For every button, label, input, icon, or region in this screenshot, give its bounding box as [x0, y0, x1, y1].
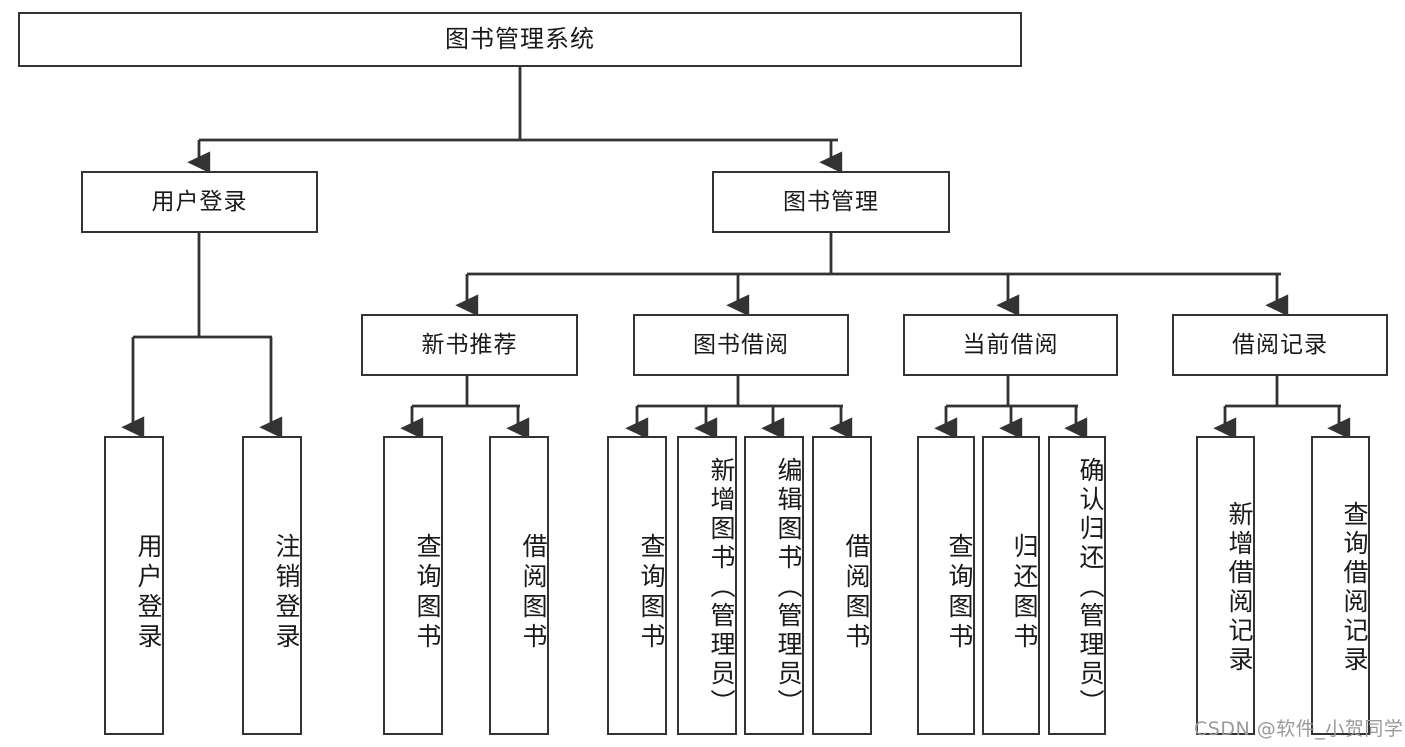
node-book-manage[interactable]: 图书管理 [712, 171, 950, 233]
leaf-return-book[interactable]: 归还图书 [982, 436, 1040, 735]
leaf-add-borrow-record[interactable]: 新增借阅记录 [1196, 436, 1255, 735]
leaf-query-book-2[interactable]: 查询图书 [607, 436, 667, 735]
node-current-borrow[interactable]: 当前借阅 [903, 314, 1118, 376]
leaf-query-book-1[interactable]: 查询图书 [383, 436, 443, 735]
leaf-query-book-3[interactable]: 查询图书 [917, 436, 975, 735]
leaf-edit-book-admin[interactable]: 编辑图书（管理员） [744, 436, 804, 735]
leaf-user-login[interactable]: 用户登录 [104, 436, 164, 735]
leaf-confirm-return-admin[interactable]: 确认归还（管理员） [1048, 436, 1106, 735]
node-book-borrow[interactable]: 图书借阅 [633, 314, 849, 376]
leaf-logout-login[interactable]: 注销登录 [242, 436, 302, 735]
node-borrow-record[interactable]: 借阅记录 [1172, 314, 1388, 376]
node-user-login[interactable]: 用户登录 [81, 171, 318, 233]
csdn-watermark: CSDN @软件_小贺同学 [1194, 718, 1404, 740]
leaf-borrow-book-1[interactable]: 借阅图书 [489, 436, 549, 735]
leaf-borrow-book-2[interactable]: 借阅图书 [812, 436, 872, 735]
node-new-book-recommend[interactable]: 新书推荐 [361, 314, 578, 376]
node-root[interactable]: 图书管理系统 [18, 12, 1022, 67]
leaf-query-borrow-record[interactable]: 查询借阅记录 [1311, 436, 1370, 735]
leaf-add-book-admin[interactable]: 新增图书（管理员） [677, 436, 737, 735]
